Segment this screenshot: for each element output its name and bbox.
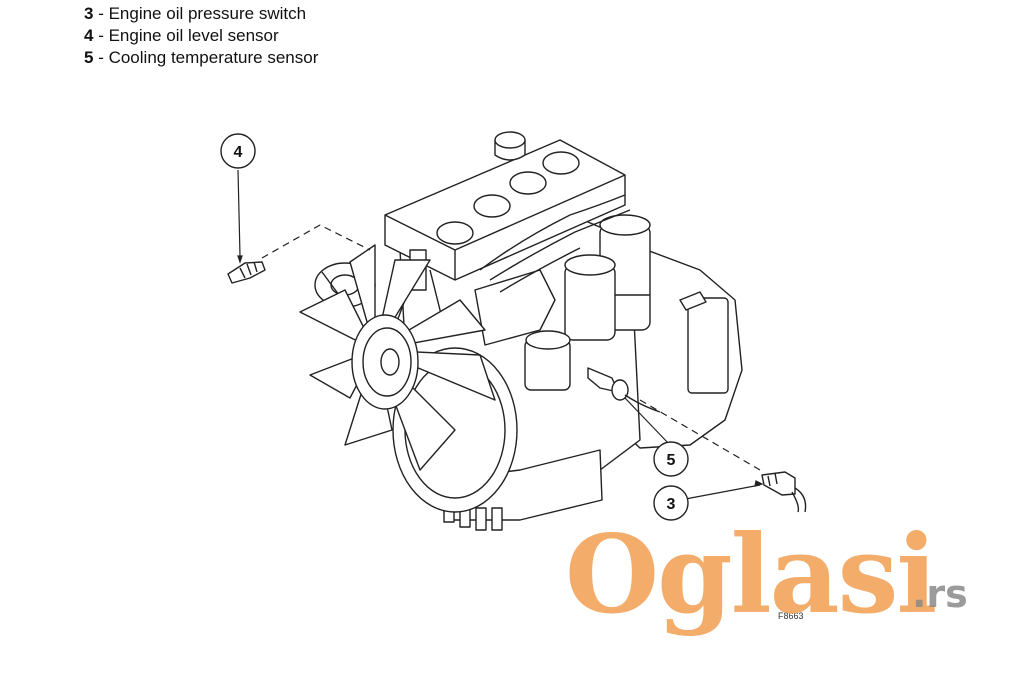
- callout-4-leader: [237, 169, 241, 257]
- watermark-logo: Oglasi .rs: [565, 512, 995, 655]
- leader-lines: [237, 169, 764, 501]
- callout-4: 4: [220, 133, 256, 169]
- watermark-suffix: .rs: [912, 572, 968, 616]
- legend-item: 5 - Cooling temperature sensor: [84, 48, 319, 67]
- legend-item: 3 - Engine oil pressure switch: [84, 4, 307, 23]
- figure-code: F8663: [778, 611, 804, 621]
- legend-number: 4: [84, 26, 94, 45]
- legend-number: 3: [84, 4, 94, 23]
- callout-5: 5: [653, 441, 689, 477]
- callout-5-leader: [624, 397, 671, 446]
- legend-label: Engine oil level sensor: [108, 26, 279, 45]
- legend-item: 4 - Engine oil level sensor: [84, 26, 279, 45]
- legend-number: 5: [84, 48, 94, 67]
- engine-illustration: [227, 131, 807, 531]
- callout-3: 3: [653, 485, 689, 521]
- legend-label: Cooling temperature sensor: [108, 48, 319, 67]
- callout-3-leader: [679, 484, 761, 501]
- watermark-main: Oglasi: [565, 512, 937, 638]
- callout-4-dashed-line: [261, 224, 371, 259]
- callout-5-label: 5: [667, 452, 676, 469]
- callout-4-label: 4: [234, 144, 243, 161]
- legend: 3 - Engine oil pressure switch 4 - Engin…: [84, 3, 318, 69]
- legend-label: Engine oil pressure switch: [108, 4, 307, 23]
- callout-3-label: 3: [667, 496, 676, 513]
